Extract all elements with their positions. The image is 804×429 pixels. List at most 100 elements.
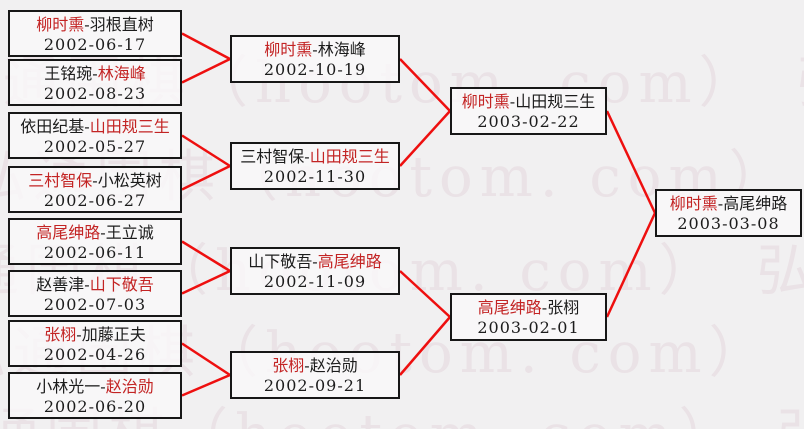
player-2: 羽根直树: [89, 15, 154, 34]
bracket-connector: [399, 110, 451, 167]
separator: -: [304, 147, 310, 166]
match-box-r1-7: 张栩-加藤正夫 2002-04-26: [8, 320, 182, 367]
separator: -: [717, 194, 724, 213]
bracket-connector: [399, 58, 451, 112]
match-players: 三村智保-小松英树: [10, 170, 180, 191]
bracket-connector: [181, 240, 231, 273]
match-date: 2002-11-30: [263, 167, 367, 186]
match-date: 2002-04-26: [43, 345, 147, 364]
match-players: 赵善津-山下敬吾: [10, 274, 180, 295]
player-2: 赵治勋: [309, 356, 358, 375]
player-1: 高尾绅路: [477, 298, 542, 317]
separator: -: [509, 92, 516, 111]
separator: -: [100, 377, 106, 396]
match-box-r2-4: 张栩-赵治勋 2002-09-21: [230, 351, 400, 399]
match-box-r1-6: 赵善津-山下敬吾 2002-07-03: [8, 270, 182, 317]
player-2: 赵治勋: [105, 377, 154, 396]
match-box-r2-1: 柳时熏-林海峰 2002-10-19: [230, 35, 400, 83]
player-2: 山田规三生: [89, 117, 170, 136]
match-date: 2002-08-23: [43, 84, 147, 103]
player-1: 依田纪基: [20, 117, 85, 136]
bracket-connector: [181, 57, 231, 84]
bracket-connector: [181, 269, 231, 295]
match-box-r1-8: 小林光一-赵治勋 2002-06-20: [8, 372, 182, 419]
match-box-r1-1: 柳时熏-羽根直树 2002-06-17: [8, 10, 182, 57]
bracket-connector: [181, 373, 231, 397]
player-2: 高尾绅路: [317, 252, 382, 271]
match-players: 柳时熏-高尾绅路: [657, 193, 800, 214]
bracket-connector: [605, 110, 657, 214]
match-box-sf-2: 高尾绅路-张栩 2003-02-01: [450, 293, 607, 341]
player-2: 林海峰: [317, 40, 366, 59]
match-date: 2003-02-01: [477, 318, 580, 337]
player-1: 张栩: [44, 325, 77, 344]
separator: -: [84, 117, 90, 136]
separator: -: [541, 298, 548, 317]
bracket-connector: [399, 316, 451, 376]
player-2: 林海峰: [97, 64, 146, 83]
player-2: 山田规三生: [515, 92, 596, 111]
player-1: 柳时熏: [36, 15, 85, 34]
bracket-connector: [605, 212, 657, 318]
match-players: 张栩-加藤正夫: [10, 324, 180, 345]
separator: -: [92, 171, 98, 190]
separator: -: [84, 15, 90, 34]
match-box-r2-3: 山下敬吾-高尾绅路 2002-11-09: [230, 247, 400, 295]
match-players: 依田纪基-山田规三生: [10, 116, 180, 137]
match-box-r1-5: 高尾绅路-王立诚 2002-06-11: [8, 218, 182, 265]
player-2: 王立诚: [105, 223, 154, 242]
match-box-r1-3: 依田纪基-山田规三生 2002-05-27: [8, 112, 182, 159]
match-date: 2002-10-19: [263, 60, 367, 79]
player-1: 张栩: [272, 356, 305, 375]
match-date: 2002-06-20: [43, 397, 147, 416]
player-1: 三村智保: [28, 171, 93, 190]
player-1: 王铭琬: [44, 64, 93, 83]
player-2: 山下敬吾: [89, 275, 154, 294]
match-date: 2002-06-27: [43, 191, 147, 210]
player-1: 三村智保: [240, 147, 305, 166]
separator: -: [304, 356, 310, 375]
match-date: 2002-06-11: [43, 243, 147, 262]
match-players: 柳时熏-羽根直树: [10, 14, 180, 35]
player-1: 小林光一: [36, 377, 101, 396]
separator: -: [100, 223, 106, 242]
match-date: 2003-02-22: [477, 112, 580, 131]
separator: -: [312, 252, 318, 271]
bracket-connector: [181, 134, 231, 168]
match-date: 2002-06-17: [43, 35, 147, 54]
match-date: 2002-05-27: [43, 137, 147, 156]
match-box-r2-2: 三村智保-山田规三生 2002-11-30: [230, 142, 400, 190]
player-1: 山下敬吾: [248, 252, 313, 271]
player-2: 高尾绅路: [723, 194, 788, 213]
separator: -: [92, 64, 98, 83]
player-2: 加藤正夫: [81, 325, 146, 344]
player-1: 柳时熏: [264, 40, 313, 59]
bracket-connector: [181, 32, 231, 61]
player-2: 小松英树: [97, 171, 162, 190]
match-players: 王铭琬-林海峰: [10, 63, 180, 84]
bracket-connector: [399, 270, 451, 318]
match-players: 张栩-赵治勋: [232, 355, 398, 376]
player-1: 高尾绅路: [36, 223, 101, 242]
separator: -: [76, 325, 82, 344]
player-2: 山田规三生: [309, 147, 390, 166]
match-box-sf-1: 柳时熏-山田规三生 2003-02-22: [450, 87, 607, 135]
match-players: 小林光一-赵治勋: [10, 376, 180, 397]
match-date: 2002-07-03: [43, 295, 147, 314]
match-players: 高尾绅路-张栩: [452, 297, 605, 318]
match-players: 柳时熏-山田规三生: [452, 91, 605, 112]
player-1: 柳时熏: [669, 194, 718, 213]
match-date: 2002-11-09: [263, 272, 367, 291]
player-1: 柳时熏: [461, 92, 510, 111]
match-date: 2003-03-08: [677, 214, 780, 233]
match-players: 山下敬吾-高尾绅路: [232, 251, 398, 272]
bracket-connector: [181, 342, 231, 377]
bracket-connector: [181, 164, 231, 191]
match-players: 三村智保-山田规三生: [232, 146, 398, 167]
match-box-r1-2: 王铭琬-林海峰 2002-08-23: [8, 59, 182, 106]
separator: -: [84, 275, 90, 294]
separator: -: [312, 40, 318, 59]
player-1: 赵善津: [36, 275, 85, 294]
